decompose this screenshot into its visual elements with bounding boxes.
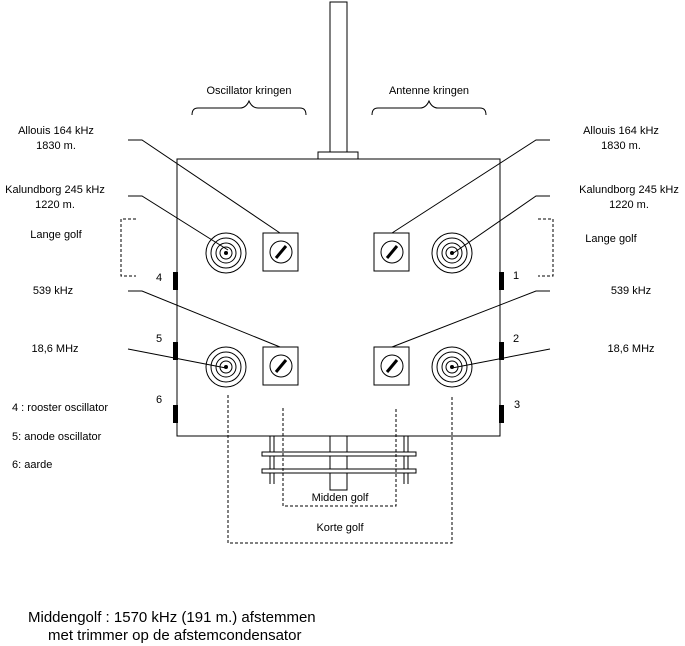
- right-18-label: 18,6 MHz: [607, 343, 654, 355]
- terminal-4-lug: [173, 272, 178, 290]
- terminal-5-lug: [173, 342, 178, 360]
- shaft: [329, 1, 348, 155]
- midden-golf-loop: [282, 408, 397, 507]
- wafer-switch-mechanism: [261, 435, 417, 491]
- korte-golf-label: Korte golf: [316, 522, 364, 534]
- midden-golf-label: Midden golf: [312, 492, 370, 504]
- legend-item-5: 5: anode oscillator: [12, 431, 102, 443]
- left-kalundborg-length: 1220 m.: [35, 199, 75, 211]
- antenna-brace: [371, 99, 487, 116]
- trimmer-upper-left: [262, 232, 299, 272]
- right-kalundborg-length: 1220 m.: [609, 199, 649, 211]
- terminal-4-label: 4: [156, 272, 162, 284]
- left-18-label: 18,6 MHz: [31, 343, 78, 355]
- leader-left-kalundborg: [128, 195, 229, 251]
- trimmer-upper-right: [373, 232, 410, 272]
- terminal-6-lug: [173, 405, 178, 423]
- leader-right-539: [391, 290, 550, 348]
- terminal-5-label: 5: [156, 333, 162, 345]
- left-allouis-length: 1830 m.: [36, 140, 76, 152]
- leader-left-18: [127, 348, 227, 369]
- coil-socket-upper-right: [431, 232, 473, 274]
- terminal-3-label: 3: [514, 399, 520, 411]
- leader-right-kalundborg: [451, 195, 550, 255]
- left-lange-golf-bracket: [120, 218, 136, 277]
- legend-item-4: 4 : rooster oscillator: [12, 402, 108, 414]
- note-line-1: Middengolf : 1570 kHz (191 m.) afstemmen: [28, 609, 316, 626]
- left-kalundborg-label: Kalundborg 245 kHz: [5, 184, 105, 196]
- antenna-group-label: Antenne kringen: [389, 85, 469, 97]
- terminal-6-label: 6: [156, 394, 162, 406]
- coil-socket-upper-left: [205, 232, 247, 274]
- korte-golf-loop: [227, 395, 453, 544]
- coil-socket-lower-left: [205, 346, 247, 388]
- terminal-2-label: 2: [513, 333, 519, 345]
- leader-left-allouis: [128, 139, 281, 234]
- left-allouis-label: Allouis 164 kHz: [18, 125, 94, 137]
- right-allouis-length: 1830 m.: [601, 140, 641, 152]
- oscillator-group-label: Oscillator kringen: [207, 85, 292, 97]
- right-539-label: 539 kHz: [611, 285, 651, 297]
- trimmer-lower-left: [262, 346, 299, 386]
- leader-right-allouis: [391, 139, 550, 234]
- right-lange-golf-label: Lange golf: [585, 233, 637, 245]
- coil-box: [176, 158, 501, 437]
- coil-socket-lower-right: [431, 346, 473, 388]
- right-kalundborg-label: Kalundborg 245 kHz: [579, 184, 679, 196]
- legend-item-6: 6: aarde: [12, 459, 52, 471]
- oscillator-brace: [191, 99, 307, 116]
- terminal-2-lug: [499, 342, 504, 360]
- right-allouis-label: Allouis 164 kHz: [583, 125, 659, 137]
- terminal-3-lug: [499, 405, 504, 423]
- shaft-collar: [317, 151, 359, 160]
- terminal-1-lug: [499, 272, 504, 290]
- right-lange-golf-bracket: [538, 218, 554, 277]
- leader-left-539: [128, 290, 281, 348]
- trimmer-lower-right: [373, 346, 410, 386]
- terminal-1-label: 1: [513, 270, 519, 282]
- left-539-label: 539 kHz: [33, 285, 73, 297]
- note-line-2: met trimmer op de afstemcondensator: [48, 627, 301, 644]
- left-lange-golf-label: Lange golf: [30, 229, 82, 241]
- leader-right-18: [451, 348, 551, 369]
